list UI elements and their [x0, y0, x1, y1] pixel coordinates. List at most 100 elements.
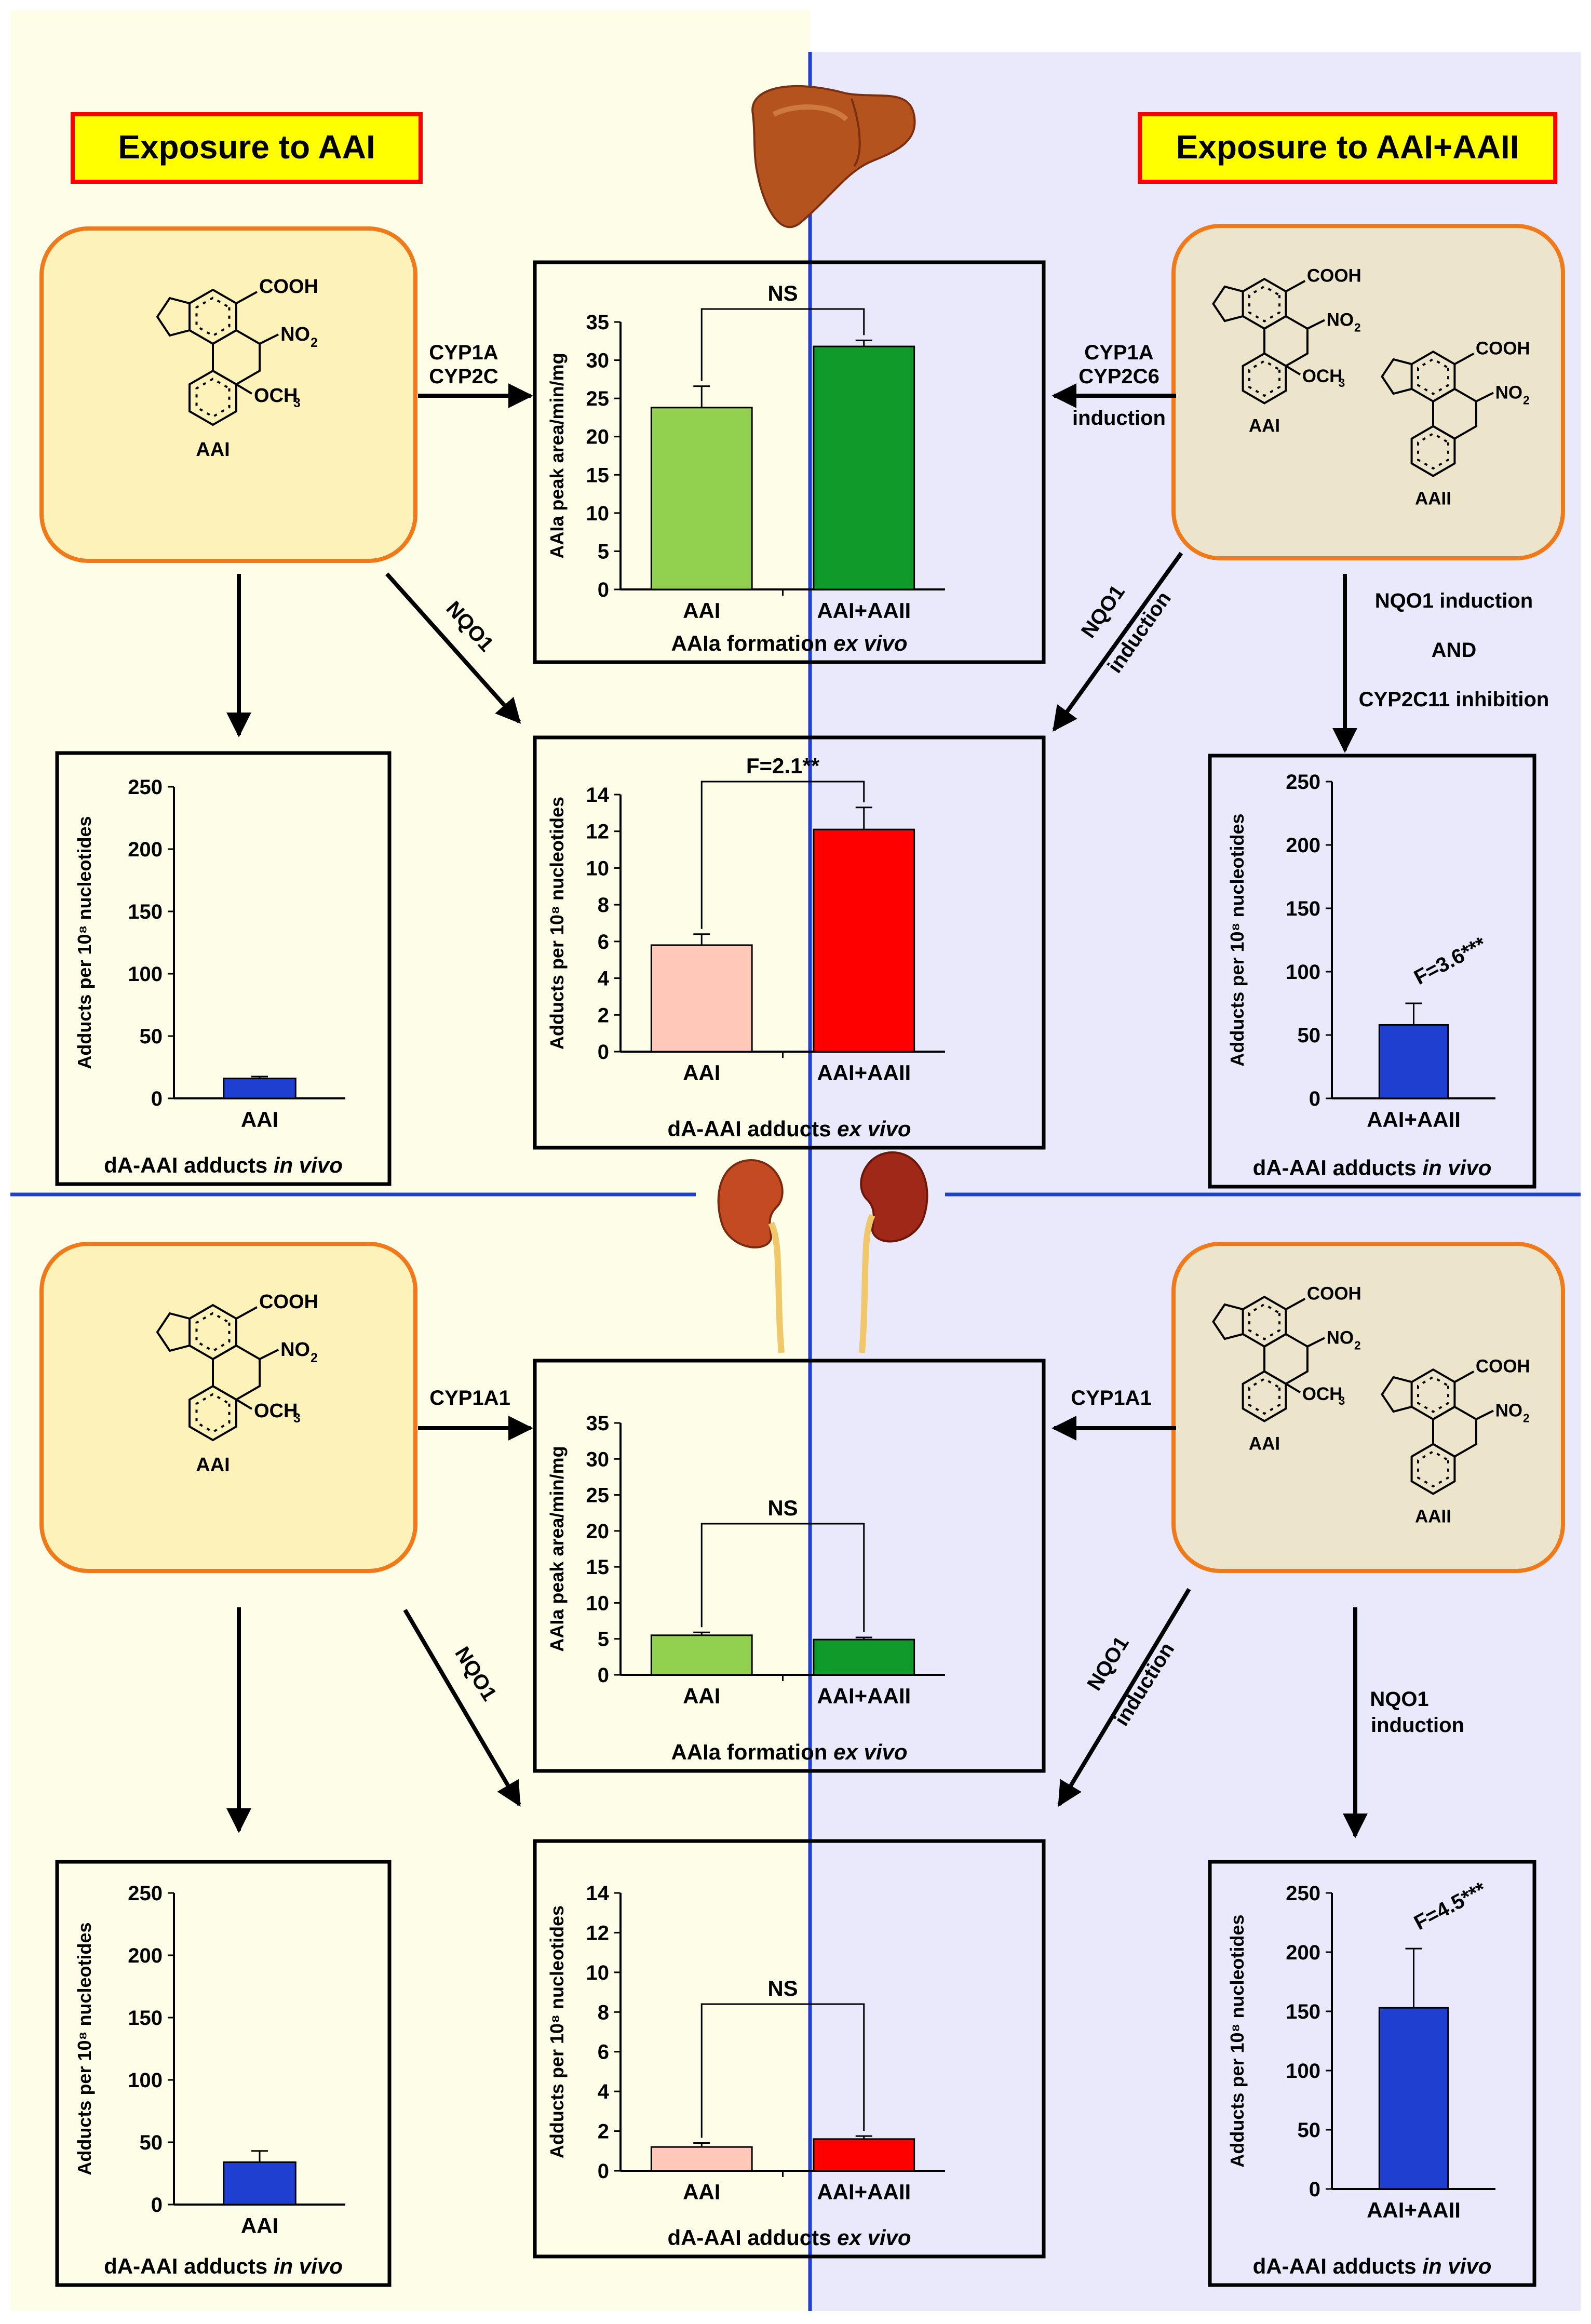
y-tick-label: 35	[586, 1412, 610, 1435]
y-tick-label: 5	[598, 1628, 609, 1651]
aai-structure	[1212, 277, 1325, 405]
aai-ring-1-inner	[1248, 285, 1280, 323]
arrow-liver-right-diag	[1052, 552, 1183, 732]
y-tick-label: 6	[598, 931, 609, 953]
y-tick-label: 0	[598, 1041, 609, 1064]
chart-caption: dA-AAI adducts in vivo	[104, 1153, 343, 1177]
title-aai-aaii: Exposure to AAI+AAII	[1138, 112, 1557, 184]
caption-main: dA-AAI adducts	[104, 1153, 274, 1177]
y-tick-label: 0	[1309, 2178, 1320, 2201]
aai-ring-1-inner	[195, 297, 231, 337]
aaii-no2-label: NO	[1495, 382, 1522, 402]
y-tick-label: 50	[1298, 1024, 1321, 1047]
aaii-no2-label: NO	[1495, 1400, 1522, 1420]
molecule-frame	[39, 226, 417, 563]
significance-bracket	[700, 308, 865, 381]
y-tick-label: 100	[128, 2069, 163, 2092]
bar-aai	[650, 2146, 753, 2172]
chart-frame	[533, 1839, 1046, 2259]
chart-caption: AAIa formation ex vivo	[671, 1740, 907, 1764]
y-axis-label: AAIa peak area/min/mg	[546, 1446, 568, 1651]
chart-caption: dA-AAI adducts ex vivo	[667, 2225, 911, 2250]
significance-bracket	[700, 2003, 865, 2138]
caption-italic: ex vivo	[837, 1117, 911, 1141]
y-tick-label: 25	[586, 387, 610, 410]
arrows-liver	[226, 383, 1357, 753]
aai-dioxole	[156, 297, 190, 337]
y-tick-label: 15	[586, 464, 610, 487]
caption-italic: ex vivo	[833, 1740, 907, 1764]
y-tick-label: 15	[586, 1556, 610, 1579]
aai-och3-bond	[1285, 365, 1301, 375]
label-kidney-right-down2: induction	[1371, 1714, 1464, 1737]
y-tick-label: 2	[598, 2120, 609, 2143]
y-tick-label: 150	[1286, 897, 1320, 920]
bar-aai	[650, 407, 753, 590]
x-tick-label: AAI	[683, 598, 720, 623]
y-tick-label: 100	[1286, 2060, 1320, 2083]
y-axis-label: Adducts per 10⁸ nucleotides	[546, 797, 568, 1050]
y-tick-label: 25	[586, 1484, 610, 1507]
aai-ring-1-inner	[195, 1312, 231, 1352]
caption-main: dA-AAI adducts	[667, 2225, 837, 2250]
aaii-ring-3	[1410, 425, 1456, 477]
aai-och3-label: OCH	[254, 385, 298, 407]
y-tick-label: 20	[586, 426, 610, 449]
aai-name: AAI	[196, 1454, 230, 1476]
aaii-ring-1-inner	[1417, 358, 1449, 395]
y-tick-label: 50	[140, 1025, 163, 1048]
label-liver-left-cyp2: CYP2C	[429, 365, 498, 388]
aai-no2-bond	[259, 333, 279, 345]
x-tick-label: AAI+AAII	[817, 1684, 911, 1708]
aai-structure	[1212, 1295, 1325, 1422]
aai-no2-bond	[1306, 319, 1325, 330]
title-aai-aaii-text: Exposure to AAI+AAII	[1176, 128, 1519, 166]
aai-ring-3	[188, 369, 237, 426]
x-tick-label: AAI+AAII	[817, 1060, 911, 1085]
y-tick-label: 14	[586, 1882, 610, 1905]
y-tick-label: 0	[151, 1087, 163, 1110]
aaii-name: AAII	[1415, 1507, 1451, 1527]
aaii-ring-3-inner	[1417, 1450, 1449, 1488]
kidney-icon-right	[859, 1151, 928, 1353]
x-tick-label: AAI	[683, 1684, 720, 1708]
label-liver-right-cyp1: CYP1A	[1084, 341, 1153, 364]
chart-frame	[533, 260, 1046, 664]
title-aai-text: Exposure to AAI	[118, 128, 375, 166]
aai-ring-3-inner	[195, 378, 231, 418]
caption-italic: in vivo	[1422, 2254, 1491, 2278]
y-tick-label: 10	[586, 857, 610, 880]
chart-frame	[55, 751, 392, 1186]
y-tick-label: 250	[1286, 1882, 1320, 1905]
y-tick-label: 0	[598, 579, 609, 601]
significance-bracket	[700, 781, 865, 929]
y-tick-label: 8	[598, 2001, 609, 2024]
y-axis-label: AAIa peak area/min/mg	[546, 353, 568, 558]
aai-och3-label: OCH	[1302, 366, 1343, 386]
caption-main: AAIa formation	[671, 1740, 833, 1764]
y-tick-label: 12	[586, 821, 610, 843]
aaii-no2-bond	[1475, 1409, 1494, 1420]
aai-ring-3-inner	[195, 1393, 231, 1433]
label-liver-right-down2: AND	[1432, 639, 1477, 662]
bar-aai-aaii	[813, 1638, 915, 1676]
aaii-cooh-bond	[1454, 353, 1475, 365]
x-tick-label: AAI+AAII	[1367, 1107, 1461, 1132]
aaii-ring-3	[1410, 1443, 1456, 1495]
molecule-frame	[39, 1242, 417, 1573]
y-tick-label: 12	[586, 1922, 610, 1944]
x-tick-label: AAI+AAII	[817, 598, 911, 623]
x-tick-label: AAI	[683, 2180, 720, 2204]
aai-och3-label: OCH	[1302, 1384, 1343, 1404]
x-tick-label: AAI	[241, 1107, 278, 1132]
aai-no2-bond	[259, 1349, 279, 1360]
aai-dioxole	[1212, 1303, 1244, 1340]
y-axis-label: Adducts per 10⁸ nucleotides	[74, 1922, 95, 2175]
